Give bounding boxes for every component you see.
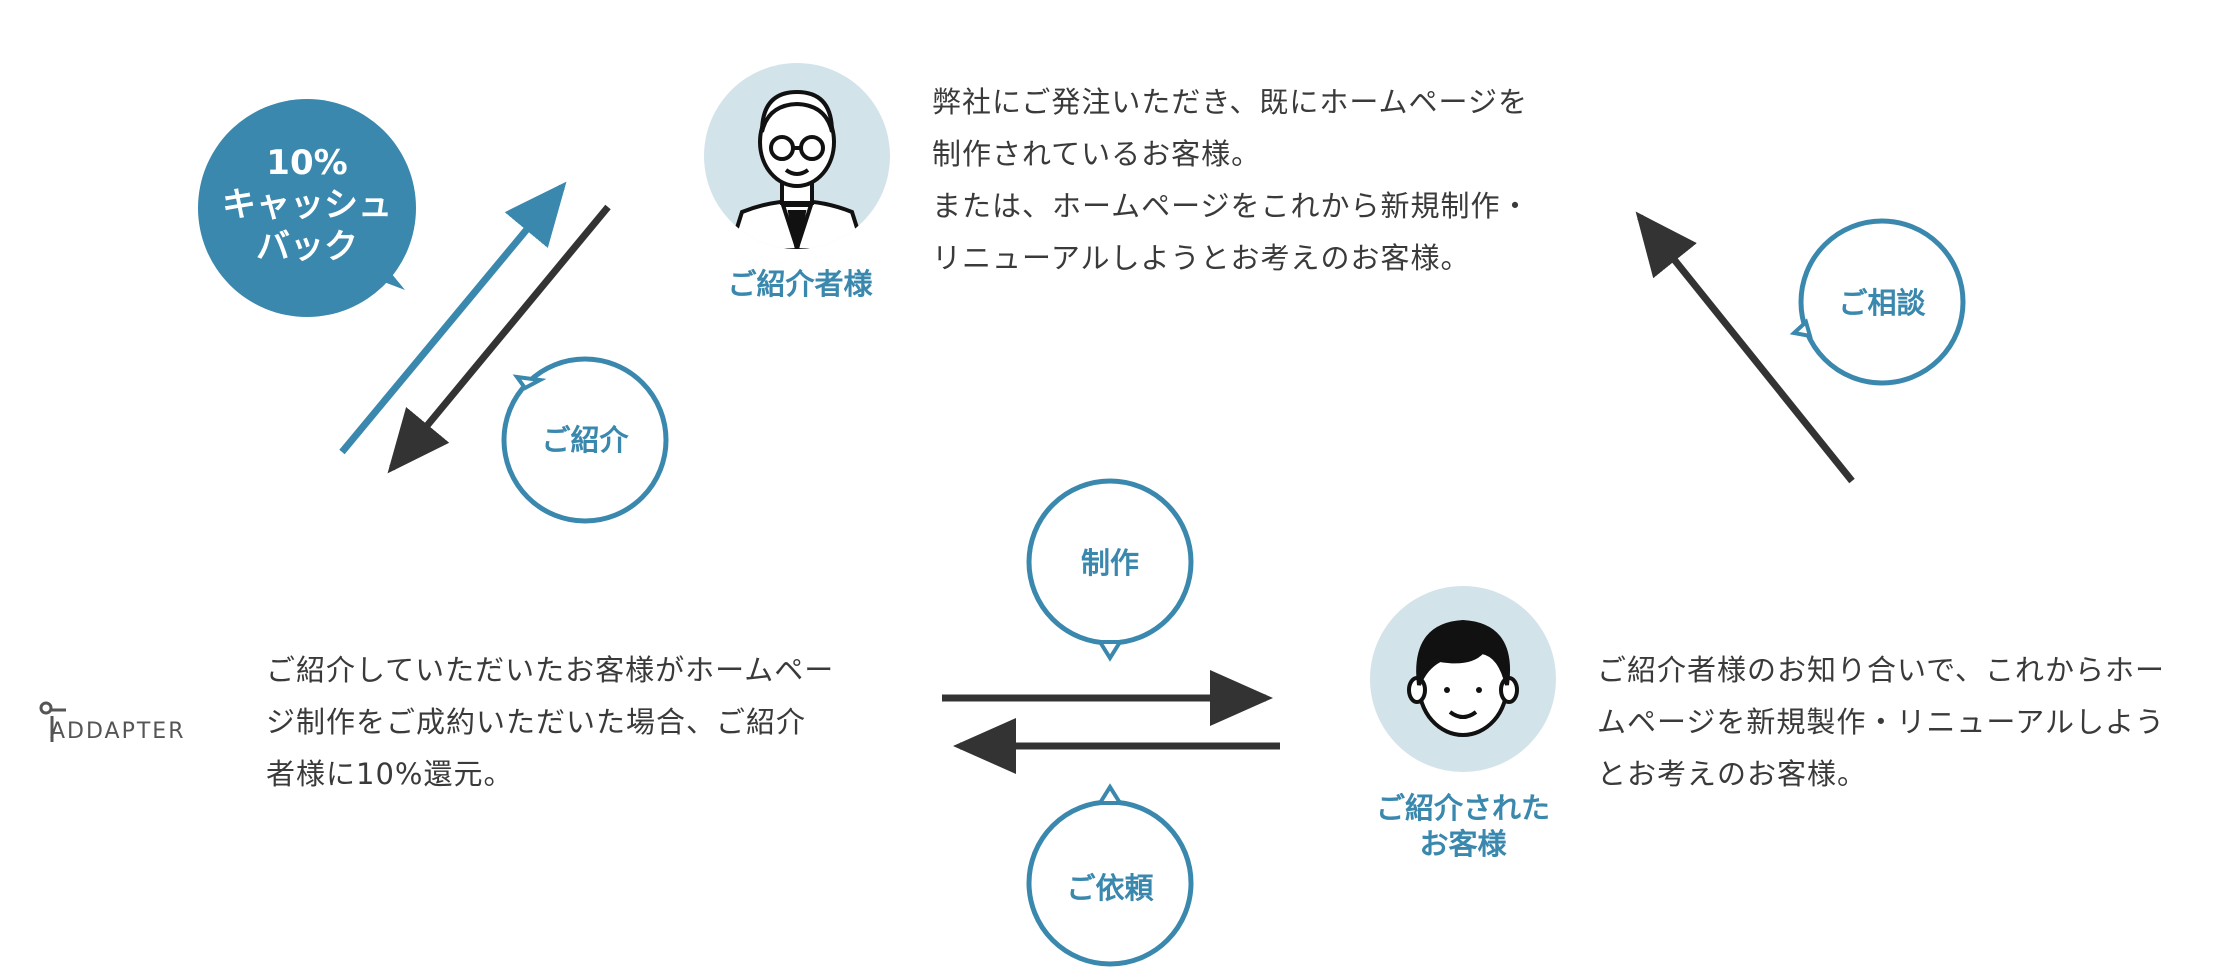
- elderly-man-avatar-icon: [704, 63, 890, 249]
- young-man-avatar-icon: [1370, 586, 1556, 772]
- request-bubble: [1026, 783, 1194, 967]
- addapter-logo-mark: [39, 701, 66, 742]
- consult-bubble: [1789, 218, 1966, 386]
- production-bubble: [1026, 478, 1194, 662]
- referred-customer-description: ご紹介者様のお知り合いで、これからホー ムページを新規製作・リニューアルしよう …: [1597, 653, 2165, 791]
- introduce-arrow: [387, 204, 611, 474]
- production-bubble-label: 制作: [1080, 546, 1139, 580]
- referrer-label: ご紹介者様: [727, 267, 873, 301]
- cashback-arrow: [339, 181, 567, 455]
- consult-arrow: [1635, 211, 1855, 484]
- consult-bubble-label: ご相談: [1838, 286, 1926, 320]
- cashback-badge-text: 10% キャッシュ バック: [222, 143, 392, 267]
- company-card: [0, 540, 890, 900]
- request-bubble-label: ご依頼: [1066, 871, 1154, 905]
- company-description: ご紹介していただいたお客様がホームペー ジ制作をご成約いただいた場合、ご紹介 者…: [266, 653, 835, 791]
- cashback-badge: [198, 99, 416, 317]
- introduce-bubble-label: ご紹介: [541, 423, 629, 457]
- referred-customer-label: ご紹介された お客様: [1375, 791, 1550, 861]
- introduce-bubble: [501, 356, 669, 524]
- referrer-description: 弊社にご発注いただき、既にホームページを 制作されているお客様。 または、ホーム…: [932, 85, 1531, 275]
- addapter-logo: ADDAPTER: [50, 719, 186, 744]
